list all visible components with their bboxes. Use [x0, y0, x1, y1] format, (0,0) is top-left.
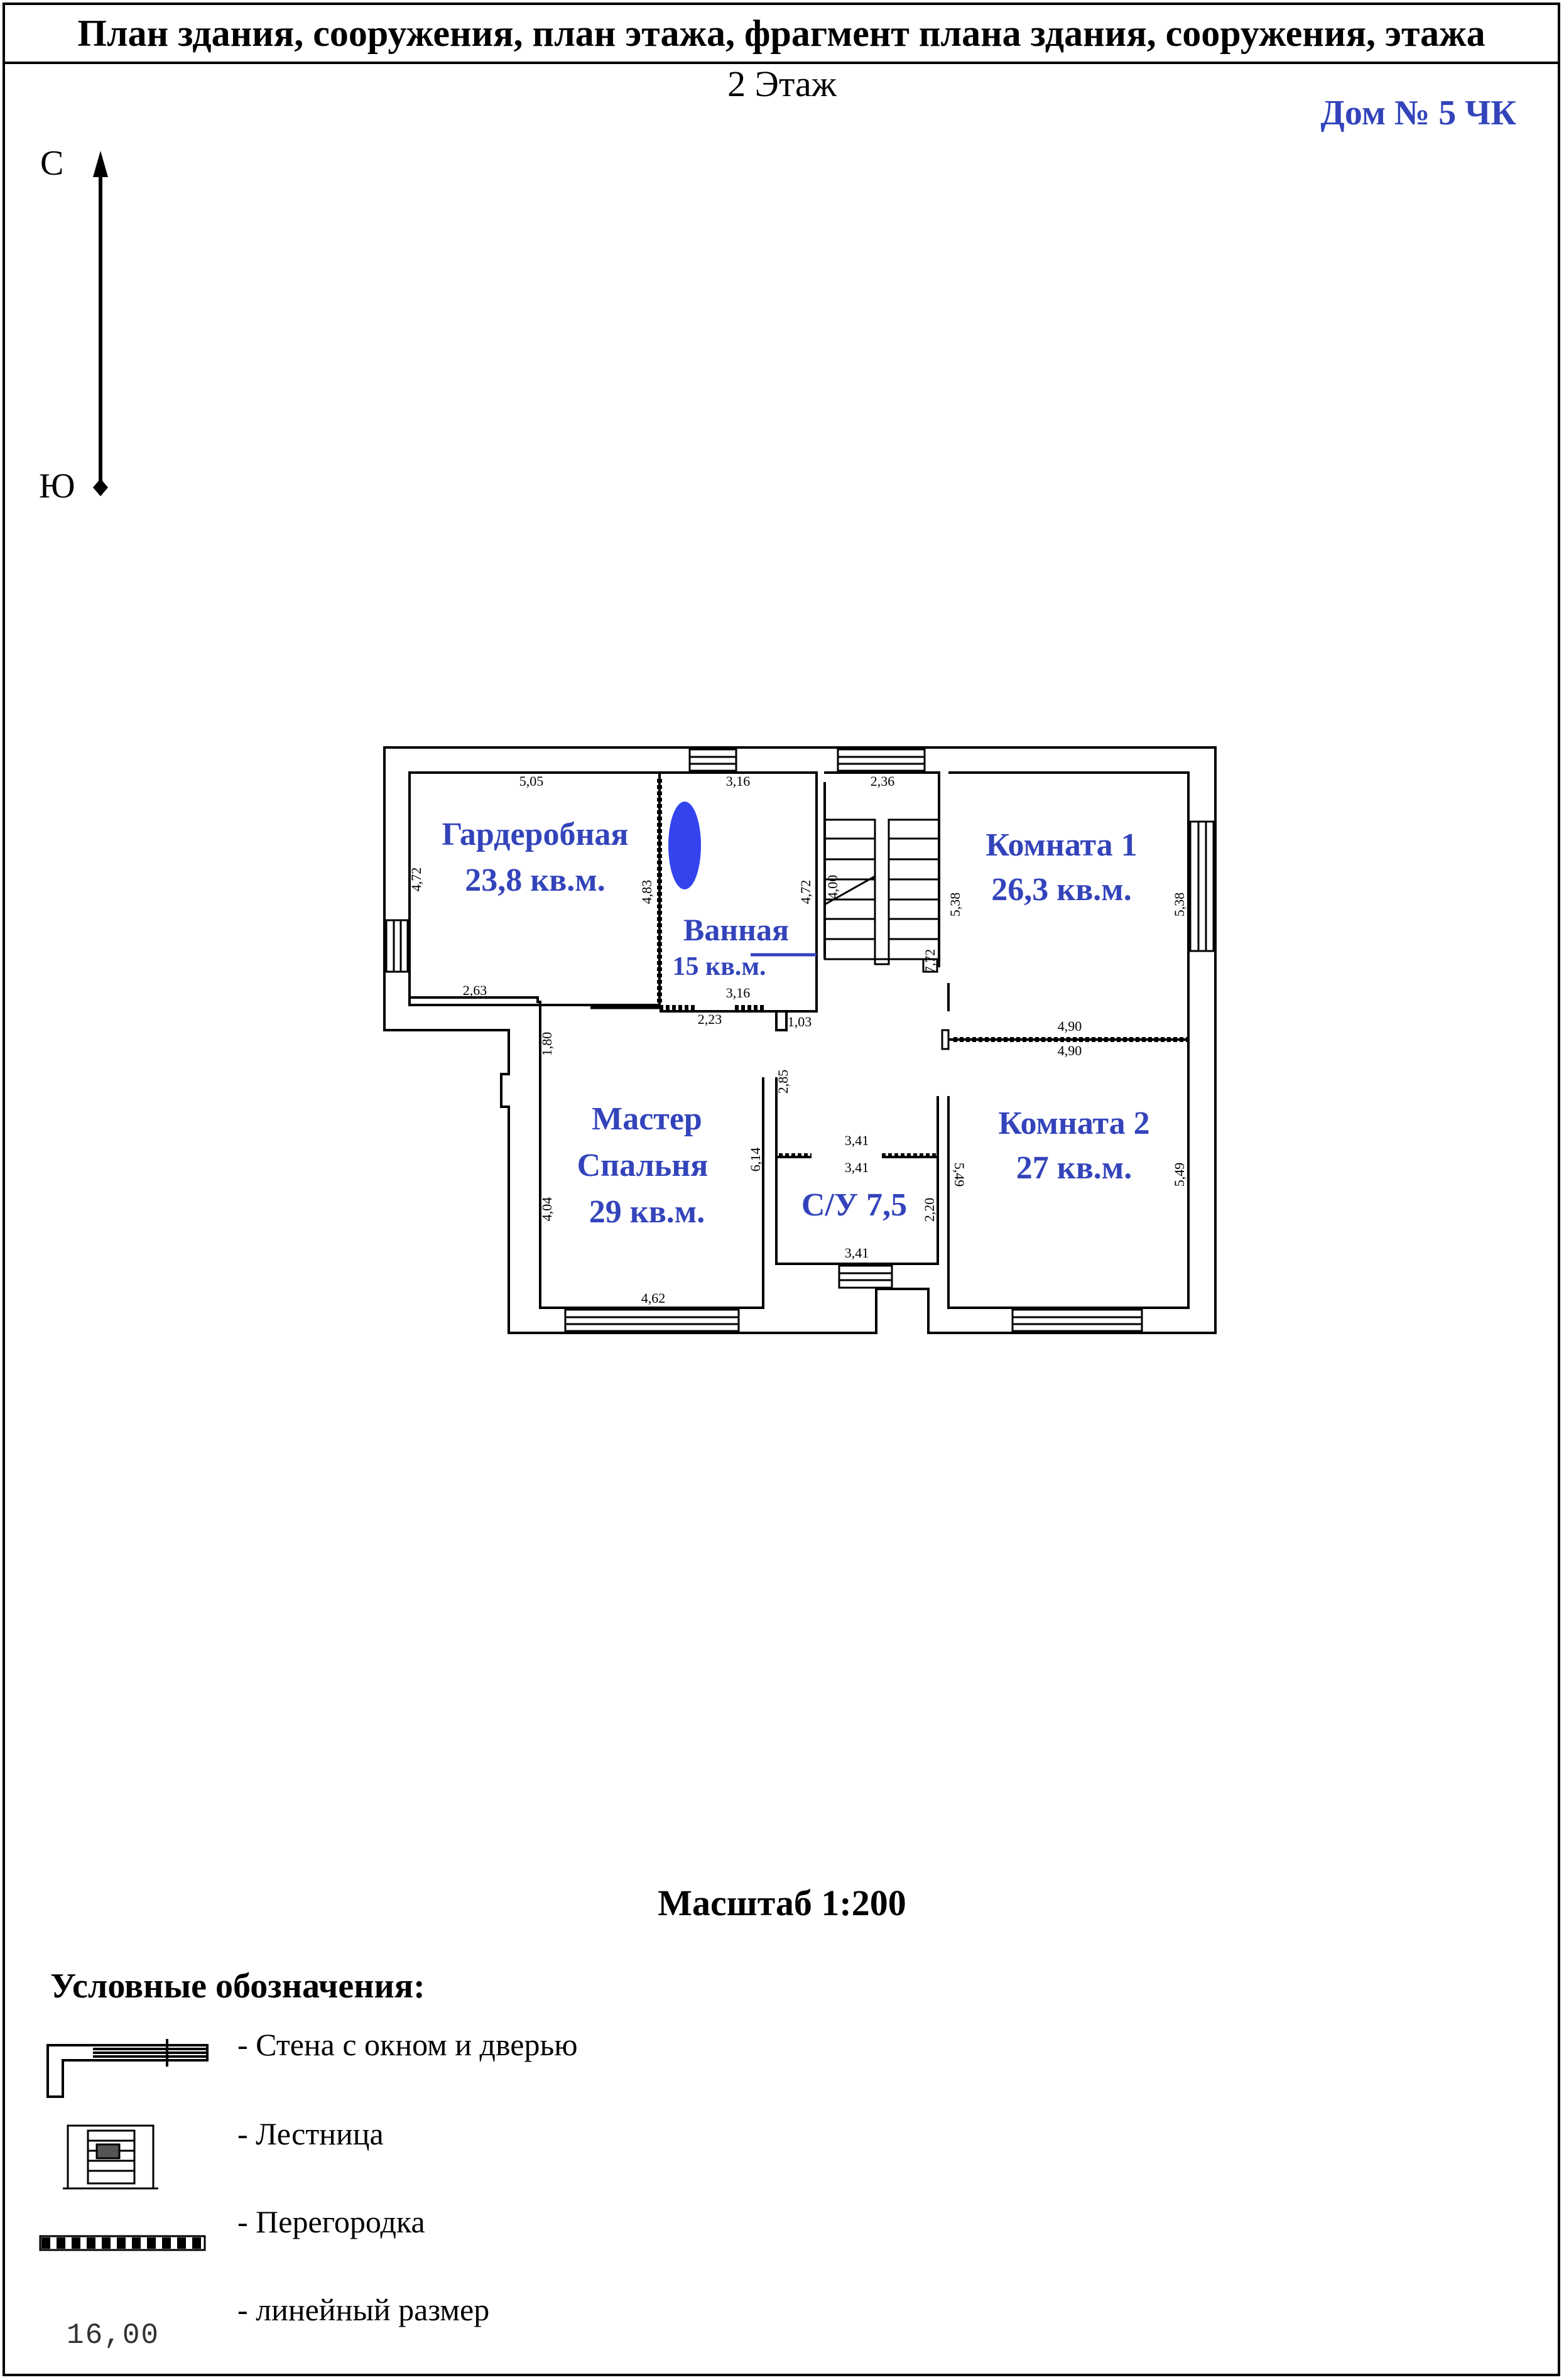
dim-label: 2,85: [775, 1070, 791, 1094]
dim-label: 4,90: [1058, 1043, 1082, 1058]
legend-wall-window-icon: [46, 2039, 209, 2098]
dim-label: 4,72: [408, 867, 424, 892]
staircase: [823, 818, 940, 973]
dim-label: 5,49: [952, 1163, 967, 1187]
house-label: Дом № 5 ЧК: [1320, 94, 1516, 133]
legend-title: Условные обозначения:: [50, 1967, 425, 2006]
dim-label: 3,41: [845, 1160, 869, 1175]
dim-label: 6,14: [747, 1148, 763, 1172]
dim-label: 4,72: [798, 880, 813, 905]
dim-label: 3,16: [726, 985, 751, 1001]
north-label: С: [40, 144, 64, 183]
scale-label: Масштаб 1:200: [658, 1883, 906, 1923]
wall-stub: [941, 1029, 950, 1050]
dim-label: 3,41: [845, 1133, 869, 1148]
dim-label: 4,90: [1058, 1018, 1082, 1034]
dim-label: 4,04: [539, 1197, 555, 1222]
legend-stairs-icon: [63, 2124, 158, 2190]
dim-label: 4,83: [639, 880, 654, 905]
room2-name: Комната 2: [998, 1106, 1149, 1141]
partitions: [657, 779, 1187, 1158]
wardrobe-area: 23,8 кв.м.: [465, 862, 605, 898]
dim-label: 7,72: [922, 949, 938, 974]
dim-label: 1,80: [539, 1032, 555, 1057]
wardrobe-name: Гардеробная: [442, 817, 628, 852]
dim-label: 3,16: [726, 773, 751, 789]
bath-area: 15 кв.м.: [673, 952, 766, 981]
dim-label: 2,36: [871, 773, 895, 789]
windows: [385, 748, 1215, 1332]
dim-label: 5,38: [947, 893, 963, 917]
legend-item-dimension: - линейный размер: [237, 2292, 490, 2327]
bath-name: Ванная: [683, 912, 789, 947]
dim-label: 1,03: [788, 1014, 812, 1030]
master-line2: Спальня: [577, 1148, 709, 1183]
dim-label: 3,41: [845, 1245, 869, 1261]
room1-name: Комната 1: [986, 827, 1137, 863]
dim-label: 4,62: [641, 1290, 666, 1306]
dim-label: 5,49: [1171, 1163, 1187, 1187]
room2-area: 27 кв.м.: [1016, 1150, 1132, 1186]
dimension-labels: 5,05 3,16 2,36 4,72 4,83 4,72 4,00 5,38 …: [408, 773, 1187, 1306]
wc-name: С/У 7,5: [801, 1187, 907, 1223]
legend-item-wall: - Стена с окном и дверью: [237, 2027, 578, 2062]
legend-item-stairs: - Лестница: [237, 2116, 384, 2151]
bathtub-icon: [668, 801, 701, 889]
dim-label: 2,63: [463, 982, 487, 998]
compass-arrow-icon: [93, 151, 108, 496]
south-label: Ю: [39, 467, 75, 506]
dim-label: 5,38: [1171, 893, 1187, 917]
room1-area: 26,3 кв.м.: [991, 872, 1131, 908]
master-line1: Мастер: [592, 1101, 702, 1137]
legend-item-partition: - Перегородка: [237, 2204, 425, 2239]
header-bar: План здания, сооружения, план этажа, фра…: [3, 3, 1560, 64]
legend-partition-icon: [39, 2235, 206, 2251]
master-area: 29 кв.м.: [589, 1194, 705, 1230]
floor-label: 2 Этаж: [727, 63, 837, 104]
dim-label: 2,23: [698, 1011, 722, 1027]
dim-label: 2,20: [921, 1198, 937, 1222]
dim-label: 4,00: [825, 875, 840, 899]
dim-label: 5,05: [519, 773, 544, 789]
page-title: План здания, сооружения, план этажа, фра…: [77, 12, 1485, 54]
legend-sample-dimension: 16,00: [67, 2319, 160, 2352]
